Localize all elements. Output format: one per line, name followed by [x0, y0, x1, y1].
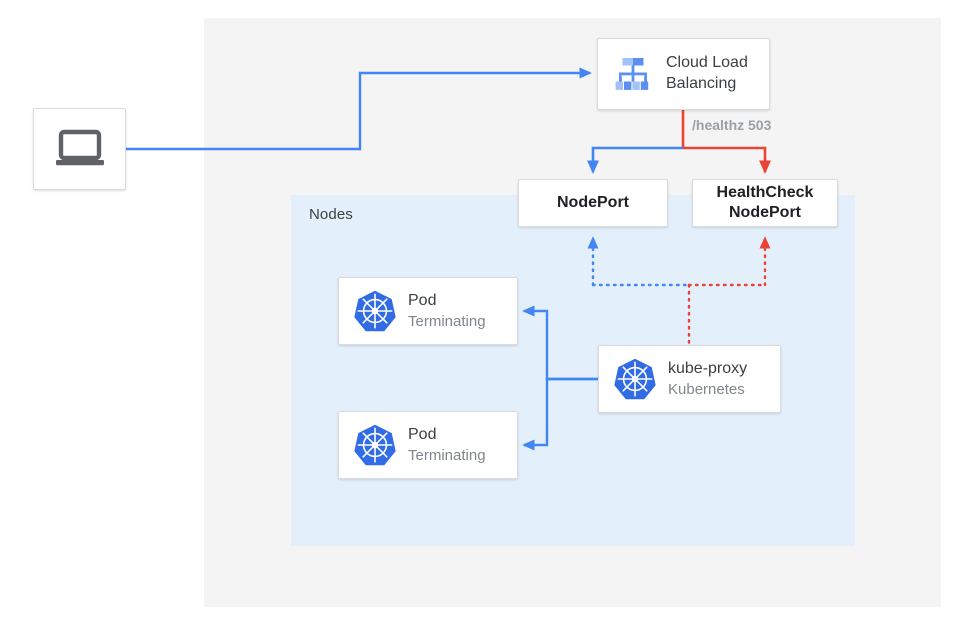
nodeport-label: NodePort	[557, 194, 629, 211]
pod-status: Terminating	[408, 312, 486, 330]
cloud-load-balancing-text: Cloud Load Balancing	[666, 53, 748, 95]
pod-box[interactable]: Pod Terminating	[338, 411, 518, 479]
healthcheck-nodeport-label: HealthCheck NodePort	[693, 183, 837, 223]
cloud-load-balancing-title-line-1: Cloud Load	[666, 54, 748, 72]
kube-proxy-subtitle: Kubernetes	[668, 380, 745, 398]
client-box[interactable]	[33, 108, 126, 190]
kube-proxy-text: kube-proxy Kubernetes	[668, 359, 747, 399]
pod-text: Pod Terminating	[408, 291, 486, 331]
pod-text: Pod Terminating	[408, 425, 486, 465]
pod-box[interactable]: Pod Terminating	[338, 277, 518, 345]
healthcheck-nodeport-label-line-2: NodePort	[729, 204, 801, 221]
nodeport-box[interactable]: NodePort	[518, 179, 668, 227]
healthcheck-nodeport-box[interactable]: HealthCheck NodePort	[692, 179, 838, 227]
kube-proxy-box[interactable]: kube-proxy Kubernetes	[598, 345, 781, 413]
kubernetes-icon	[612, 356, 658, 402]
laptop-icon	[54, 129, 106, 169]
nodes-region-label: Nodes	[309, 206, 353, 223]
pod-status: Terminating	[408, 446, 486, 464]
cloud-load-balancing-title-line-2: Balancing	[666, 75, 737, 92]
kube-proxy-title: kube-proxy	[668, 359, 748, 377]
cloud-load-balancing-box[interactable]: Cloud Load Balancing	[597, 38, 770, 110]
pod-title: Pod	[408, 291, 437, 309]
pod-title: Pod	[408, 425, 437, 443]
healthz-status-label: /healthz 503	[692, 117, 772, 133]
kubernetes-icon	[352, 422, 398, 468]
kubernetes-icon	[352, 288, 398, 334]
cloud-load-balancing-icon	[610, 51, 656, 97]
healthcheck-nodeport-label-line-1: HealthCheck	[716, 184, 814, 201]
